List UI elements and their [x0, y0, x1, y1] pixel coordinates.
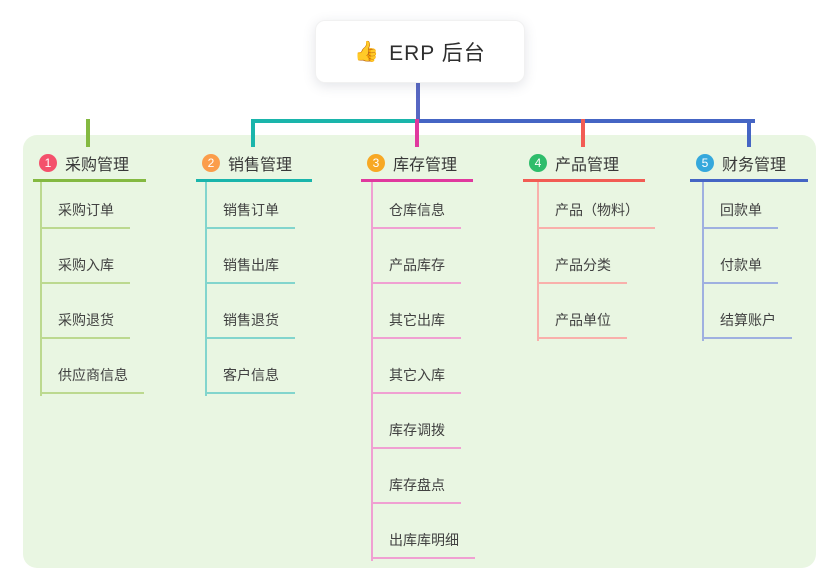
child-node[interactable]: 销售出库 — [205, 229, 295, 284]
trunk-segment-middle — [253, 119, 417, 123]
child-node[interactable]: 产品（物料） — [537, 174, 655, 229]
branch-1-children-connector-line — [40, 179, 42, 396]
child-node[interactable]: 销售退货 — [205, 284, 295, 339]
branch-node-2[interactable]: 2 销售管理 — [196, 146, 312, 182]
child-node[interactable]: 回款单 — [702, 174, 778, 229]
child-node[interactable]: 结算账户 — [702, 284, 792, 339]
branch-node-4[interactable]: 4 产品管理 — [523, 146, 645, 182]
child-node[interactable]: 产品单位 — [537, 284, 627, 339]
child-node[interactable]: 产品分类 — [537, 229, 627, 284]
branch-4-drop-line — [581, 119, 585, 147]
branch-5-title: 财务管理 — [722, 156, 787, 174]
child-node[interactable]: 出库库明细 — [371, 504, 475, 559]
branch-3-title: 库存管理 — [393, 156, 458, 174]
child-node[interactable]: 采购退货 — [40, 284, 130, 339]
branch-2-drop-line — [251, 119, 255, 147]
child-node[interactable]: 采购订单 — [40, 174, 130, 229]
child-node[interactable]: 产品库存 — [371, 229, 461, 284]
child-node[interactable]: 库存调拨 — [371, 394, 461, 449]
child-node[interactable]: 其它出库 — [371, 284, 461, 339]
root-node-erp-backend[interactable]: 👍 ERP 后台 — [315, 20, 525, 83]
branch-2-children-connector-line — [205, 179, 207, 396]
root-node-label: ERP 后台 — [389, 41, 486, 65]
branch-node-1[interactable]: 1 采购管理 — [33, 146, 146, 182]
branch-3-drop-line — [415, 119, 419, 147]
root-stem-line — [416, 83, 420, 120]
thumbs-up-icon: 👍 — [354, 40, 380, 63]
child-node[interactable]: 采购入库 — [40, 229, 130, 284]
branch-5-children-list: 回款单付款单结算账户 — [702, 174, 792, 339]
branch-1-children-list: 采购订单采购入库采购退货供应商信息 — [40, 174, 144, 394]
branches-background-panel — [23, 135, 816, 568]
child-node[interactable]: 付款单 — [702, 229, 778, 284]
branch-1-drop-line — [86, 119, 90, 147]
branch-node-5[interactable]: 5 财务管理 — [690, 146, 808, 182]
branch-node-3[interactable]: 3 库存管理 — [361, 146, 473, 182]
branch-2-title: 销售管理 — [228, 156, 293, 174]
branch-4-number-badge: 4 — [529, 153, 547, 172]
branch-3-children-connector-line — [371, 179, 373, 561]
child-node[interactable]: 库存盘点 — [371, 449, 461, 504]
child-node[interactable]: 仓库信息 — [371, 174, 461, 229]
branch-4-title: 产品管理 — [555, 156, 620, 174]
branch-3-children-list: 仓库信息产品库存其它出库其它入库库存调拨库存盘点出库库明细 — [371, 174, 475, 559]
child-node[interactable]: 销售订单 — [205, 174, 295, 229]
branch-3-number-badge: 3 — [367, 153, 385, 172]
branch-1-title: 采购管理 — [65, 156, 130, 174]
child-node[interactable]: 供应商信息 — [40, 339, 144, 394]
branch-4-children-connector-line — [537, 179, 539, 341]
child-node[interactable]: 客户信息 — [205, 339, 295, 394]
branch-4-children-list: 产品（物料）产品分类产品单位 — [537, 174, 655, 339]
child-node[interactable]: 其它入库 — [371, 339, 461, 394]
branch-5-children-connector-line — [702, 179, 704, 341]
branch-2-number-badge: 2 — [202, 153, 220, 172]
branch-5-number-badge: 5 — [696, 153, 714, 172]
branch-1-number-badge: 1 — [39, 153, 57, 172]
branch-5-drop-line — [747, 119, 751, 147]
trunk-segment-right — [417, 119, 755, 123]
branch-2-children-list: 销售订单销售出库销售退货客户信息 — [205, 174, 295, 394]
